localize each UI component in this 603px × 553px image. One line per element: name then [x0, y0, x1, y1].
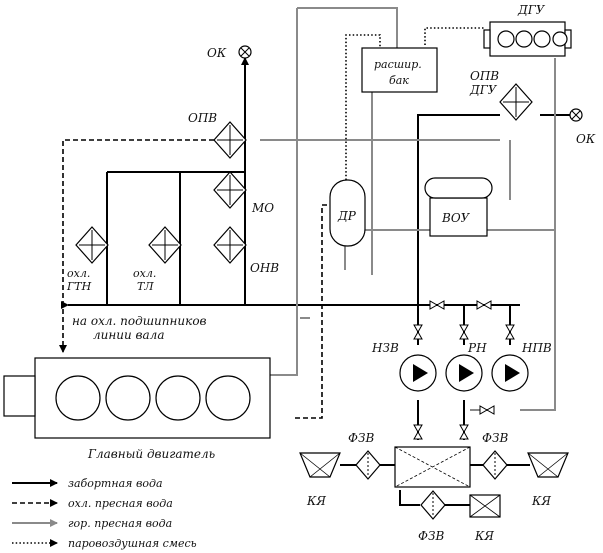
valve-v-2 [459, 324, 469, 340]
cylinder-2 [105, 375, 151, 421]
valve-v-4 [413, 424, 423, 440]
label-tl-1: охл. [133, 267, 156, 280]
cylinder-1 [55, 375, 101, 421]
label-tl-2: ТЛ [137, 280, 154, 293]
cylinder-3 [155, 375, 201, 421]
fzv-filter-left [355, 450, 381, 480]
valve-h-3 [479, 405, 495, 415]
steam-air-pipes [345, 27, 485, 180]
hot-freshwater-pipes [260, 7, 556, 411]
legend-label-cooled-freshwater: охл. пресная вода [68, 497, 173, 510]
legend-item-steam-air: паровоздушная смесь [12, 537, 197, 550]
legend-item-seawater: забортная вода [12, 477, 163, 490]
tl-cooler [148, 226, 182, 264]
legend-item-cooled-freshwater: охл. пресная вода [12, 497, 173, 510]
main-engine [3, 357, 271, 439]
label-bearings-1: на охл. подшипников [72, 314, 207, 328]
valve-h-1 [429, 300, 445, 310]
opv-cooler [213, 121, 247, 159]
cooled-freshwater-pipes [59, 139, 330, 419]
valve-v-1 [413, 324, 423, 340]
opv-dgu-cooler [499, 83, 533, 121]
legend-item-hot-freshwater: гор. пресная вода [12, 517, 172, 530]
label-main-engine: Главный двигатель [87, 447, 215, 461]
label-mo: МО [251, 201, 274, 215]
sea-chest-left [299, 452, 341, 478]
legend-label-seawater: забортная вода [68, 477, 163, 490]
label-fzv-right: ФЗВ [482, 431, 508, 445]
label-kya-bottom: КЯ [474, 529, 494, 543]
sea-chest-bottom [469, 494, 501, 518]
label-nzv: НЗВ [371, 341, 399, 355]
label-gtn-1: охл. [67, 267, 90, 280]
overboard-outlet-right [569, 108, 583, 122]
npv-pump [491, 354, 529, 392]
label-onv: ОНВ [250, 261, 279, 275]
fzv-filter-right [482, 450, 508, 480]
dgu-generator [483, 21, 572, 57]
label-dr: ДР [337, 209, 357, 223]
label-vou: ВОУ [441, 211, 471, 225]
legend-label-steam-air: паровоздушная смесь [68, 537, 197, 550]
legend: забортная вода охл. пресная вода гор. пр… [12, 477, 197, 550]
legend-label-hot-freshwater: гор. пресная вода [68, 517, 172, 530]
cylinder-4 [205, 375, 251, 421]
fzv-filter-bottom [420, 490, 446, 520]
label-opv-dgu-1: ОПВ [470, 69, 499, 83]
dr-tank [329, 179, 366, 247]
label-expansion-2: бак [389, 74, 409, 87]
valve-v-5 [459, 424, 469, 440]
label-ok-right: ОК [576, 132, 596, 146]
rn-pump [445, 354, 483, 392]
label-opv-main: ОПВ [188, 111, 217, 125]
valve-h-2 [476, 300, 492, 310]
sea-chest-right [527, 452, 569, 478]
label-kya-right: КЯ [531, 494, 551, 508]
overboard-outlet-top [238, 45, 252, 59]
nzv-pump [399, 354, 437, 392]
onv-cooler [213, 226, 247, 264]
label-rn: РН [467, 341, 487, 355]
expansion-tank [361, 47, 438, 93]
label-opv-dgu-2: ДГУ [469, 83, 498, 97]
label-fzv-left: ФЗВ [348, 431, 374, 445]
label-fzv-bottom: ФЗВ [418, 529, 444, 543]
mo-cooler [213, 171, 247, 209]
label-dgu: ДГУ [517, 3, 546, 17]
label-kya-left: КЯ [306, 494, 326, 508]
label-npv: НПВ [521, 341, 552, 355]
valve-v-3 [505, 324, 515, 340]
label-bearings-2: линии вала [93, 328, 164, 342]
label-ok-top: ОК [207, 46, 227, 60]
label-gtn-2: ГТН [66, 280, 92, 293]
vou-unit [424, 177, 493, 237]
gtn-cooler [75, 226, 109, 264]
label-expansion-1: расшир. [374, 58, 422, 71]
